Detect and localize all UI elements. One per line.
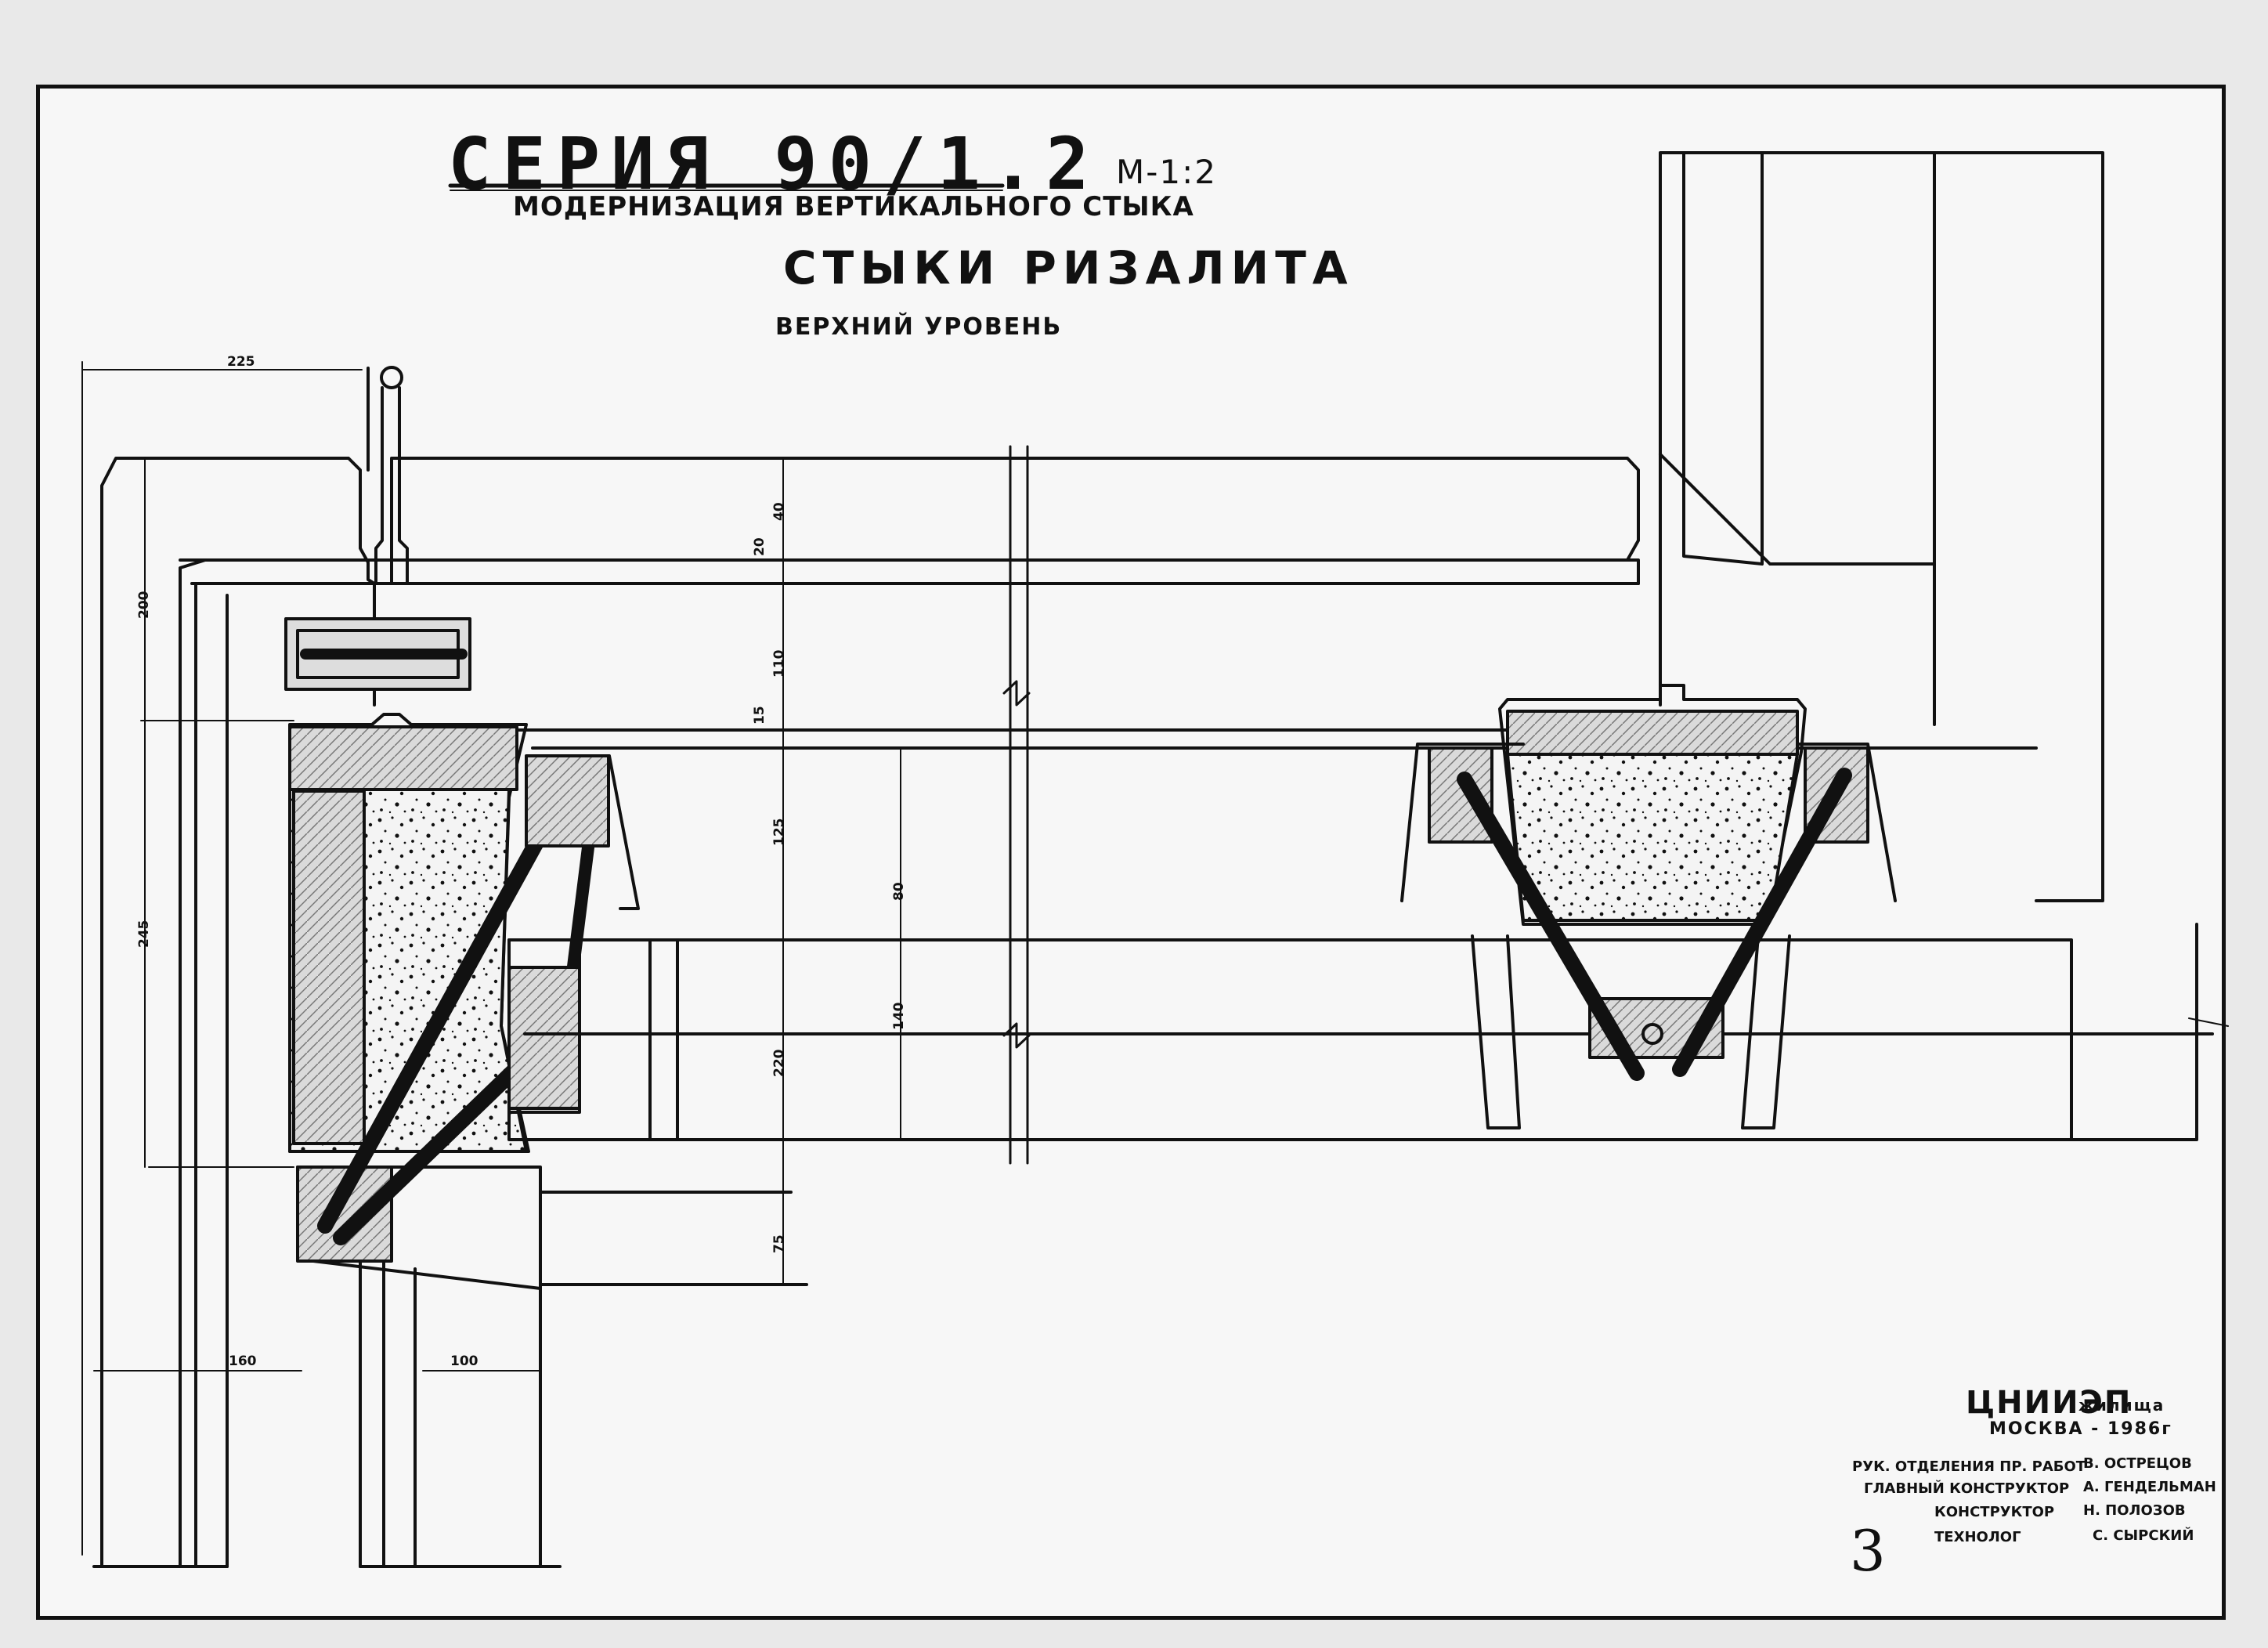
lift-loop xyxy=(380,366,403,389)
title-block-role: КОНСТРУКТОР xyxy=(1934,1504,2055,1520)
dim-15: 15 xyxy=(752,706,767,725)
drawing-title: СТЫКИ РИЗАЛИТА xyxy=(783,241,1354,295)
right-joint xyxy=(1498,684,1807,926)
dim-left-height: 200 xyxy=(136,591,152,620)
top-slab xyxy=(390,457,1640,585)
scale-label: М-1:2 xyxy=(1116,153,1217,191)
dim-75: 75 xyxy=(771,1234,787,1253)
dim-20: 20 xyxy=(752,537,767,556)
dim-bottom-right: 100 xyxy=(450,1353,479,1369)
city-year: МОСКВА - 1986г xyxy=(1989,1419,2172,1439)
level-label: ВЕРХНИЙ УРОВЕНЬ xyxy=(775,313,1063,341)
dim-125: 125 xyxy=(771,818,787,847)
organization-name: ЦНИИЭП xyxy=(1966,1385,2133,1421)
sheet-number: 3 xyxy=(1850,1518,1887,1584)
left-panel-outer xyxy=(100,457,376,1568)
right-wall xyxy=(1659,151,2104,902)
dim-140: 140 xyxy=(891,1002,907,1031)
title-block-role: ГЛАВНЫЙ КОНСТРУКТОР xyxy=(1864,1480,2070,1497)
dim-220: 220 xyxy=(771,1049,787,1078)
dim-top-width: 225 xyxy=(227,354,255,370)
dim-left-height-2: 245 xyxy=(136,920,152,949)
modernization-subtitle: МОДЕРНИЗАЦИЯ ВЕРТИКАЛЬНОГО СТЫКА xyxy=(513,191,1194,222)
title-block-name: В. ОСТРЕЦОВ xyxy=(2083,1455,2192,1472)
dim-110: 110 xyxy=(771,649,787,678)
right-rebar-1 xyxy=(1457,772,1645,1081)
lower-slab xyxy=(507,938,2073,1141)
left-panel-inner xyxy=(179,558,207,1568)
title-block-name: С. СЫРСКИЙ xyxy=(2093,1527,2194,1544)
organization-subtitle: жилища xyxy=(2078,1396,2165,1415)
series-title: СЕРИЯ 90/1.2 xyxy=(448,122,1100,206)
title-block-role: РУК. ОТДЕЛЕНИЯ ПР. РАБОТ xyxy=(1852,1458,2086,1475)
title-block-name: Н. ПОЛОЗОВ xyxy=(2083,1502,2186,1519)
break-line xyxy=(1009,445,1029,1165)
title-block-name: А. ГЕНДЕЛЬМАН xyxy=(2083,1479,2216,1495)
dim-80: 80 xyxy=(891,882,907,901)
title-block-role: ТЕХНОЛОГ xyxy=(1934,1529,2021,1545)
dim-40: 40 xyxy=(771,502,787,521)
dim-bottom-left: 160 xyxy=(229,1353,257,1369)
